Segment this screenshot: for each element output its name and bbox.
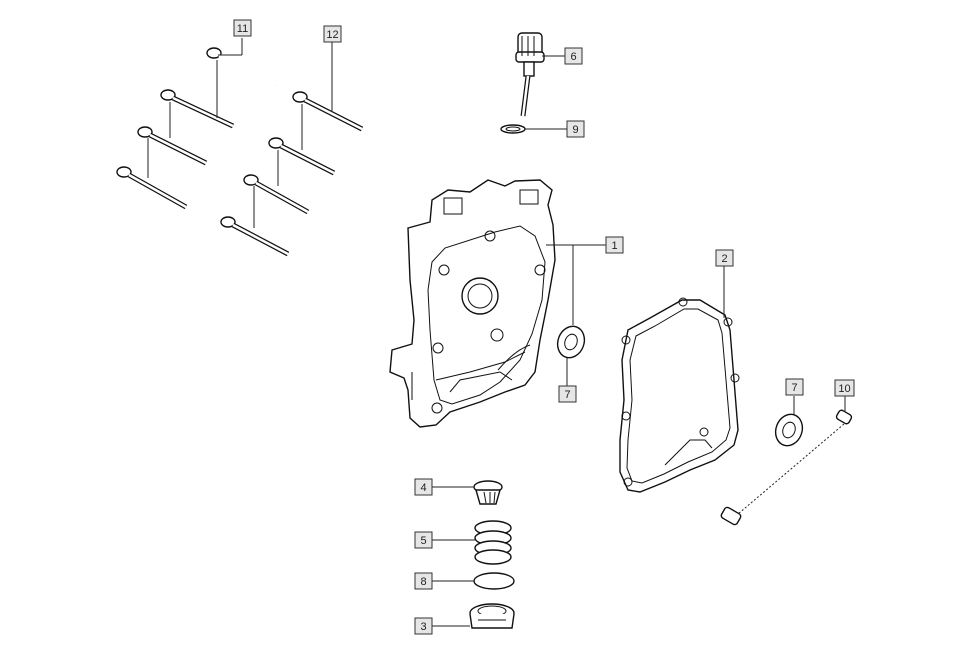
svg-text:7: 7 <box>564 389 570 401</box>
callout-1: 1 <box>605 236 624 254</box>
bolt <box>206 47 276 87</box>
bolt <box>116 166 188 210</box>
svg-text:10: 10 <box>838 383 850 395</box>
oil-strainer <box>432 480 503 505</box>
bolt <box>220 216 290 257</box>
bolt <box>268 137 336 176</box>
bolt <box>160 89 235 129</box>
svg-text:9: 9 <box>572 124 578 136</box>
o-ring-9 <box>500 124 567 134</box>
dowel-pins <box>720 396 853 526</box>
callout-4: 4 <box>414 478 433 496</box>
drain-plug <box>432 603 515 629</box>
oil-seal-7b <box>774 396 804 447</box>
svg-text:1: 1 <box>611 240 617 252</box>
gasket <box>619 266 740 493</box>
svg-text:3: 3 <box>420 621 426 633</box>
bolt <box>243 174 310 215</box>
callout-5: 5 <box>414 531 433 549</box>
svg-text:5: 5 <box>420 535 426 547</box>
bolt <box>137 126 208 166</box>
callout-8: 8 <box>414 572 433 590</box>
bolt-group-12 <box>220 40 364 257</box>
svg-text:4: 4 <box>420 482 426 494</box>
callout-9: 9 <box>566 120 585 138</box>
bolt-group-11 <box>116 38 276 210</box>
svg-text:6: 6 <box>570 51 576 63</box>
oil-seal-7a <box>556 325 586 386</box>
callout-3: 3 <box>414 617 433 635</box>
oil-dipstick <box>515 32 565 117</box>
spring <box>432 520 512 565</box>
callout-11: 11 <box>233 19 252 37</box>
svg-text:12: 12 <box>326 29 338 41</box>
callout-7a: 7 <box>558 385 577 403</box>
svg-text:7: 7 <box>791 382 797 394</box>
callout-10: 10 <box>834 379 855 397</box>
callout-6: 6 <box>564 47 583 65</box>
svg-text:2: 2 <box>721 253 727 265</box>
crankcase-cover <box>389 179 606 428</box>
bolt <box>292 91 364 132</box>
o-ring-8 <box>432 572 515 590</box>
svg-text:8: 8 <box>420 576 426 588</box>
svg-text:11: 11 <box>237 23 248 35</box>
callout-12: 12 <box>323 25 342 43</box>
callout-7b: 7 <box>785 378 804 396</box>
callout-2: 2 <box>715 249 734 267</box>
